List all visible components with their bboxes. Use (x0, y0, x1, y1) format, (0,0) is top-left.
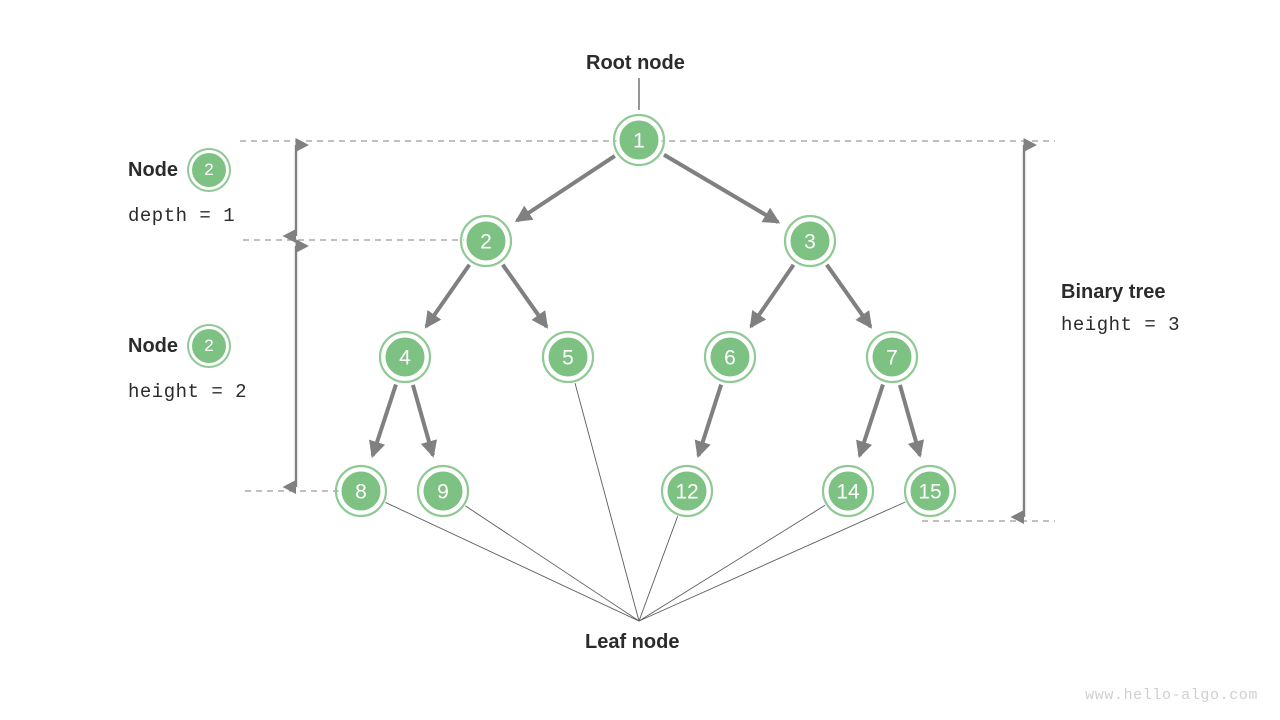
annotation-node-depth-word: Node (128, 158, 178, 181)
node-badge: 2 (192, 329, 226, 363)
tree-edge-n7-n15 (897, 384, 925, 458)
leaf-leader-line-n9 (465, 505, 640, 622)
node-disc (787, 218, 833, 264)
leaf-node-caption: Leaf node (585, 631, 680, 653)
node-value-label: 3 (804, 231, 816, 254)
node-disc (545, 334, 591, 380)
tree-node-15: 15 (903, 464, 957, 518)
node-ring (416, 464, 470, 518)
node-value-label: 8 (355, 481, 367, 504)
annotation-binary-tree-height: Binary tree height = 3 (1061, 281, 1180, 336)
node-disc (664, 468, 710, 514)
node-value-label: 2 (480, 231, 492, 254)
annotation-node-height-title: Node 2 (128, 329, 247, 363)
node-value-label: 14 (836, 481, 860, 504)
tree-edge-n1-n2 (514, 154, 616, 223)
annotation-binary-tree-word: Binary tree (1061, 281, 1166, 303)
tree-edge-n6-n12 (694, 384, 724, 459)
node-disc (825, 468, 871, 514)
node-value-label: 5 (562, 347, 574, 370)
node-ring (903, 464, 957, 518)
node-ring (378, 330, 432, 384)
tree-node-7: 7 (865, 330, 919, 384)
tree-edges (369, 153, 925, 459)
node-ring (541, 330, 595, 384)
tree-node-6: 6 (703, 330, 757, 384)
node-ring (703, 330, 757, 384)
leaf-leader-line-n12 (638, 516, 679, 622)
tree-node-4: 4 (378, 330, 432, 384)
node-disc (907, 468, 953, 514)
tree-node-1: 1 (612, 113, 666, 167)
node-value-label: 15 (918, 481, 941, 504)
node-ring (821, 464, 875, 518)
tree-edge-n4-n8 (369, 383, 398, 459)
annotation-node-depth-value: depth = 1 (128, 205, 236, 227)
node-value-label: 4 (399, 347, 411, 370)
node-value-label: 1 (633, 130, 645, 153)
tree-node-8: 8 (334, 464, 388, 518)
guide-lines (240, 140, 1055, 522)
tree-edge-n3-n6 (749, 263, 796, 329)
annotation-node-depth-title: Node 2 (128, 153, 235, 187)
node-disc (338, 468, 384, 514)
node-disc (707, 334, 753, 380)
annotation-binary-tree-title: Binary tree (1061, 281, 1180, 304)
tree-node-12: 12 (660, 464, 714, 518)
annotation-node-height: Node 2 height = 2 (128, 329, 247, 403)
node-ring (783, 214, 837, 268)
leaf-leader-line-n14 (638, 504, 826, 622)
node-value-label: 6 (724, 347, 736, 370)
node-disc (382, 334, 428, 380)
annotation-binary-tree-value: height = 3 (1061, 314, 1181, 336)
site-watermark: www.hello-algo.com (1085, 687, 1258, 704)
annotation-node-height-word: Node (128, 334, 178, 357)
leaf-leader-line-n8 (385, 502, 640, 622)
tree-edge-n1-n3 (662, 153, 781, 224)
tree-edge-n2-n4 (424, 263, 472, 329)
node-badge: 2 (192, 153, 226, 187)
annotation-node-height-value: height = 2 (128, 381, 248, 403)
tree-edge-n7-n14 (856, 383, 885, 459)
node-disc (420, 468, 466, 514)
leaf-leader-line-n15 (638, 501, 906, 622)
tree-edge-n4-n9 (410, 384, 438, 458)
tree-node-5: 5 (541, 330, 595, 384)
node-value-label: 7 (886, 347, 898, 370)
tree-edge-n3-n7 (825, 263, 873, 329)
annotation-node-depth: Node 2 depth = 1 (128, 153, 235, 227)
node-ring (660, 464, 714, 518)
node-ring (334, 464, 388, 518)
node-value-label: 12 (675, 481, 698, 504)
node-disc (616, 117, 662, 163)
node-ring (865, 330, 919, 384)
node-ring (459, 214, 513, 268)
leaf-leader-lines (385, 382, 906, 622)
tree-node-2: 2 (459, 214, 513, 268)
tree-node-9: 9 (416, 464, 470, 518)
tree-edge-n2-n5 (501, 263, 549, 329)
tree-node-3: 3 (783, 214, 837, 268)
node-disc (869, 334, 915, 380)
tree-node-14: 14 (821, 464, 875, 518)
node-disc (463, 218, 509, 264)
dimension-arrows (282, 138, 1037, 524)
node-ring (612, 113, 666, 167)
node-value-label: 9 (437, 481, 449, 504)
leaf-leader-line-n5 (574, 382, 640, 622)
root-node-caption: Root node (586, 52, 685, 74)
